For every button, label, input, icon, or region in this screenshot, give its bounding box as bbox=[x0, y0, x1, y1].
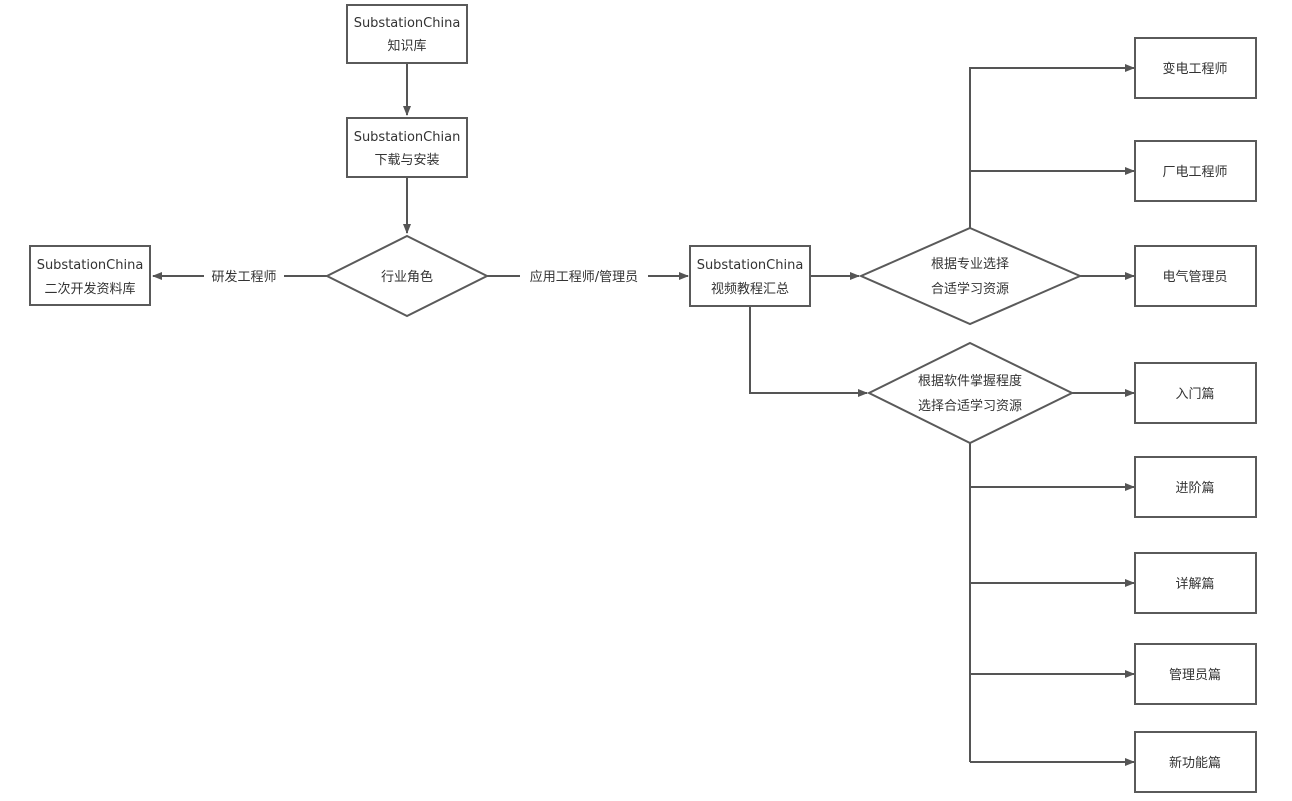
node-new-features-text: 新功能篇 bbox=[1169, 755, 1221, 771]
edge-label-app-engineer-admin-text: 应用工程师/管理员 bbox=[530, 269, 638, 285]
node-video-tutorials-line2: 视频教程汇总 bbox=[711, 281, 789, 297]
edge-specialty-to-substation-engineer bbox=[969, 64, 1135, 228]
node-new-features[interactable]: 新功能篇 bbox=[1134, 731, 1257, 793]
node-plant-engineer-text: 厂电工程师 bbox=[1162, 165, 1227, 180]
node-secondary-dev[interactable]: SubstationChina 二次开发资料库 bbox=[29, 245, 151, 306]
node-download-install-line2: 下载与安装 bbox=[374, 153, 439, 168]
node-admin-text: 管理员篇 bbox=[1169, 668, 1221, 683]
node-secondary-dev-line2: 二次开发资料库 bbox=[44, 281, 135, 297]
node-substation-engineer[interactable]: 变电工程师 bbox=[1134, 37, 1257, 99]
node-detailed[interactable]: 详解篇 bbox=[1134, 552, 1257, 614]
node-choose-by-specialty-line1: 根据专业选择 bbox=[931, 257, 1009, 272]
node-choose-by-proficiency[interactable]: 根据软件掌握程度 选择合适学习资源 bbox=[866, 341, 1075, 445]
node-secondary-dev-line1: SubstationChina bbox=[37, 258, 144, 273]
node-video-tutorials-line1: SubstationChina bbox=[697, 258, 804, 273]
node-beginner[interactable]: 入门篇 bbox=[1134, 362, 1257, 424]
node-industry-role[interactable]: 行业角色 bbox=[324, 234, 490, 318]
node-industry-role-text: 行业角色 bbox=[381, 269, 433, 285]
node-choose-by-specialty[interactable]: 根据专业选择 合适学习资源 bbox=[858, 226, 1083, 326]
node-knowledge-base-line2: 知识库 bbox=[387, 38, 426, 54]
node-electrical-manager[interactable]: 电气管理员 bbox=[1134, 245, 1257, 307]
node-beginner-text: 入门篇 bbox=[1175, 387, 1214, 402]
edges bbox=[152, 63, 1135, 766]
node-choose-by-proficiency-line1: 根据软件掌握程度 bbox=[918, 373, 1022, 389]
edge-video-to-proficiency bbox=[749, 306, 868, 397]
edge-label-rd-engineer: 研发工程师 bbox=[204, 266, 284, 286]
edge-label-rd-engineer-text: 研发工程师 bbox=[211, 269, 276, 285]
node-advanced-text: 进阶篇 bbox=[1175, 481, 1214, 496]
node-advanced[interactable]: 进阶篇 bbox=[1134, 456, 1257, 518]
node-choose-by-proficiency-line2: 选择合适学习资源 bbox=[918, 398, 1022, 414]
node-admin[interactable]: 管理员篇 bbox=[1134, 643, 1257, 705]
node-electrical-manager-text: 电气管理员 bbox=[1162, 269, 1227, 285]
node-choose-by-specialty-line2: 合适学习资源 bbox=[931, 281, 1009, 297]
node-substation-engineer-text: 变电工程师 bbox=[1162, 61, 1227, 77]
node-video-tutorials[interactable]: SubstationChina 视频教程汇总 bbox=[689, 245, 811, 307]
node-knowledge-base[interactable]: SubstationChina 知识库 bbox=[346, 4, 468, 64]
edge-label-app-engineer-admin: 应用工程师/管理员 bbox=[520, 266, 648, 286]
node-download-install[interactable]: SubstationChian 下载与安装 bbox=[346, 117, 468, 178]
node-knowledge-base-line1: SubstationChina bbox=[354, 16, 461, 31]
node-detailed-text: 详解篇 bbox=[1175, 577, 1214, 592]
node-download-install-line1: SubstationChian bbox=[354, 130, 461, 145]
node-plant-engineer[interactable]: 厂电工程师 bbox=[1134, 140, 1257, 202]
